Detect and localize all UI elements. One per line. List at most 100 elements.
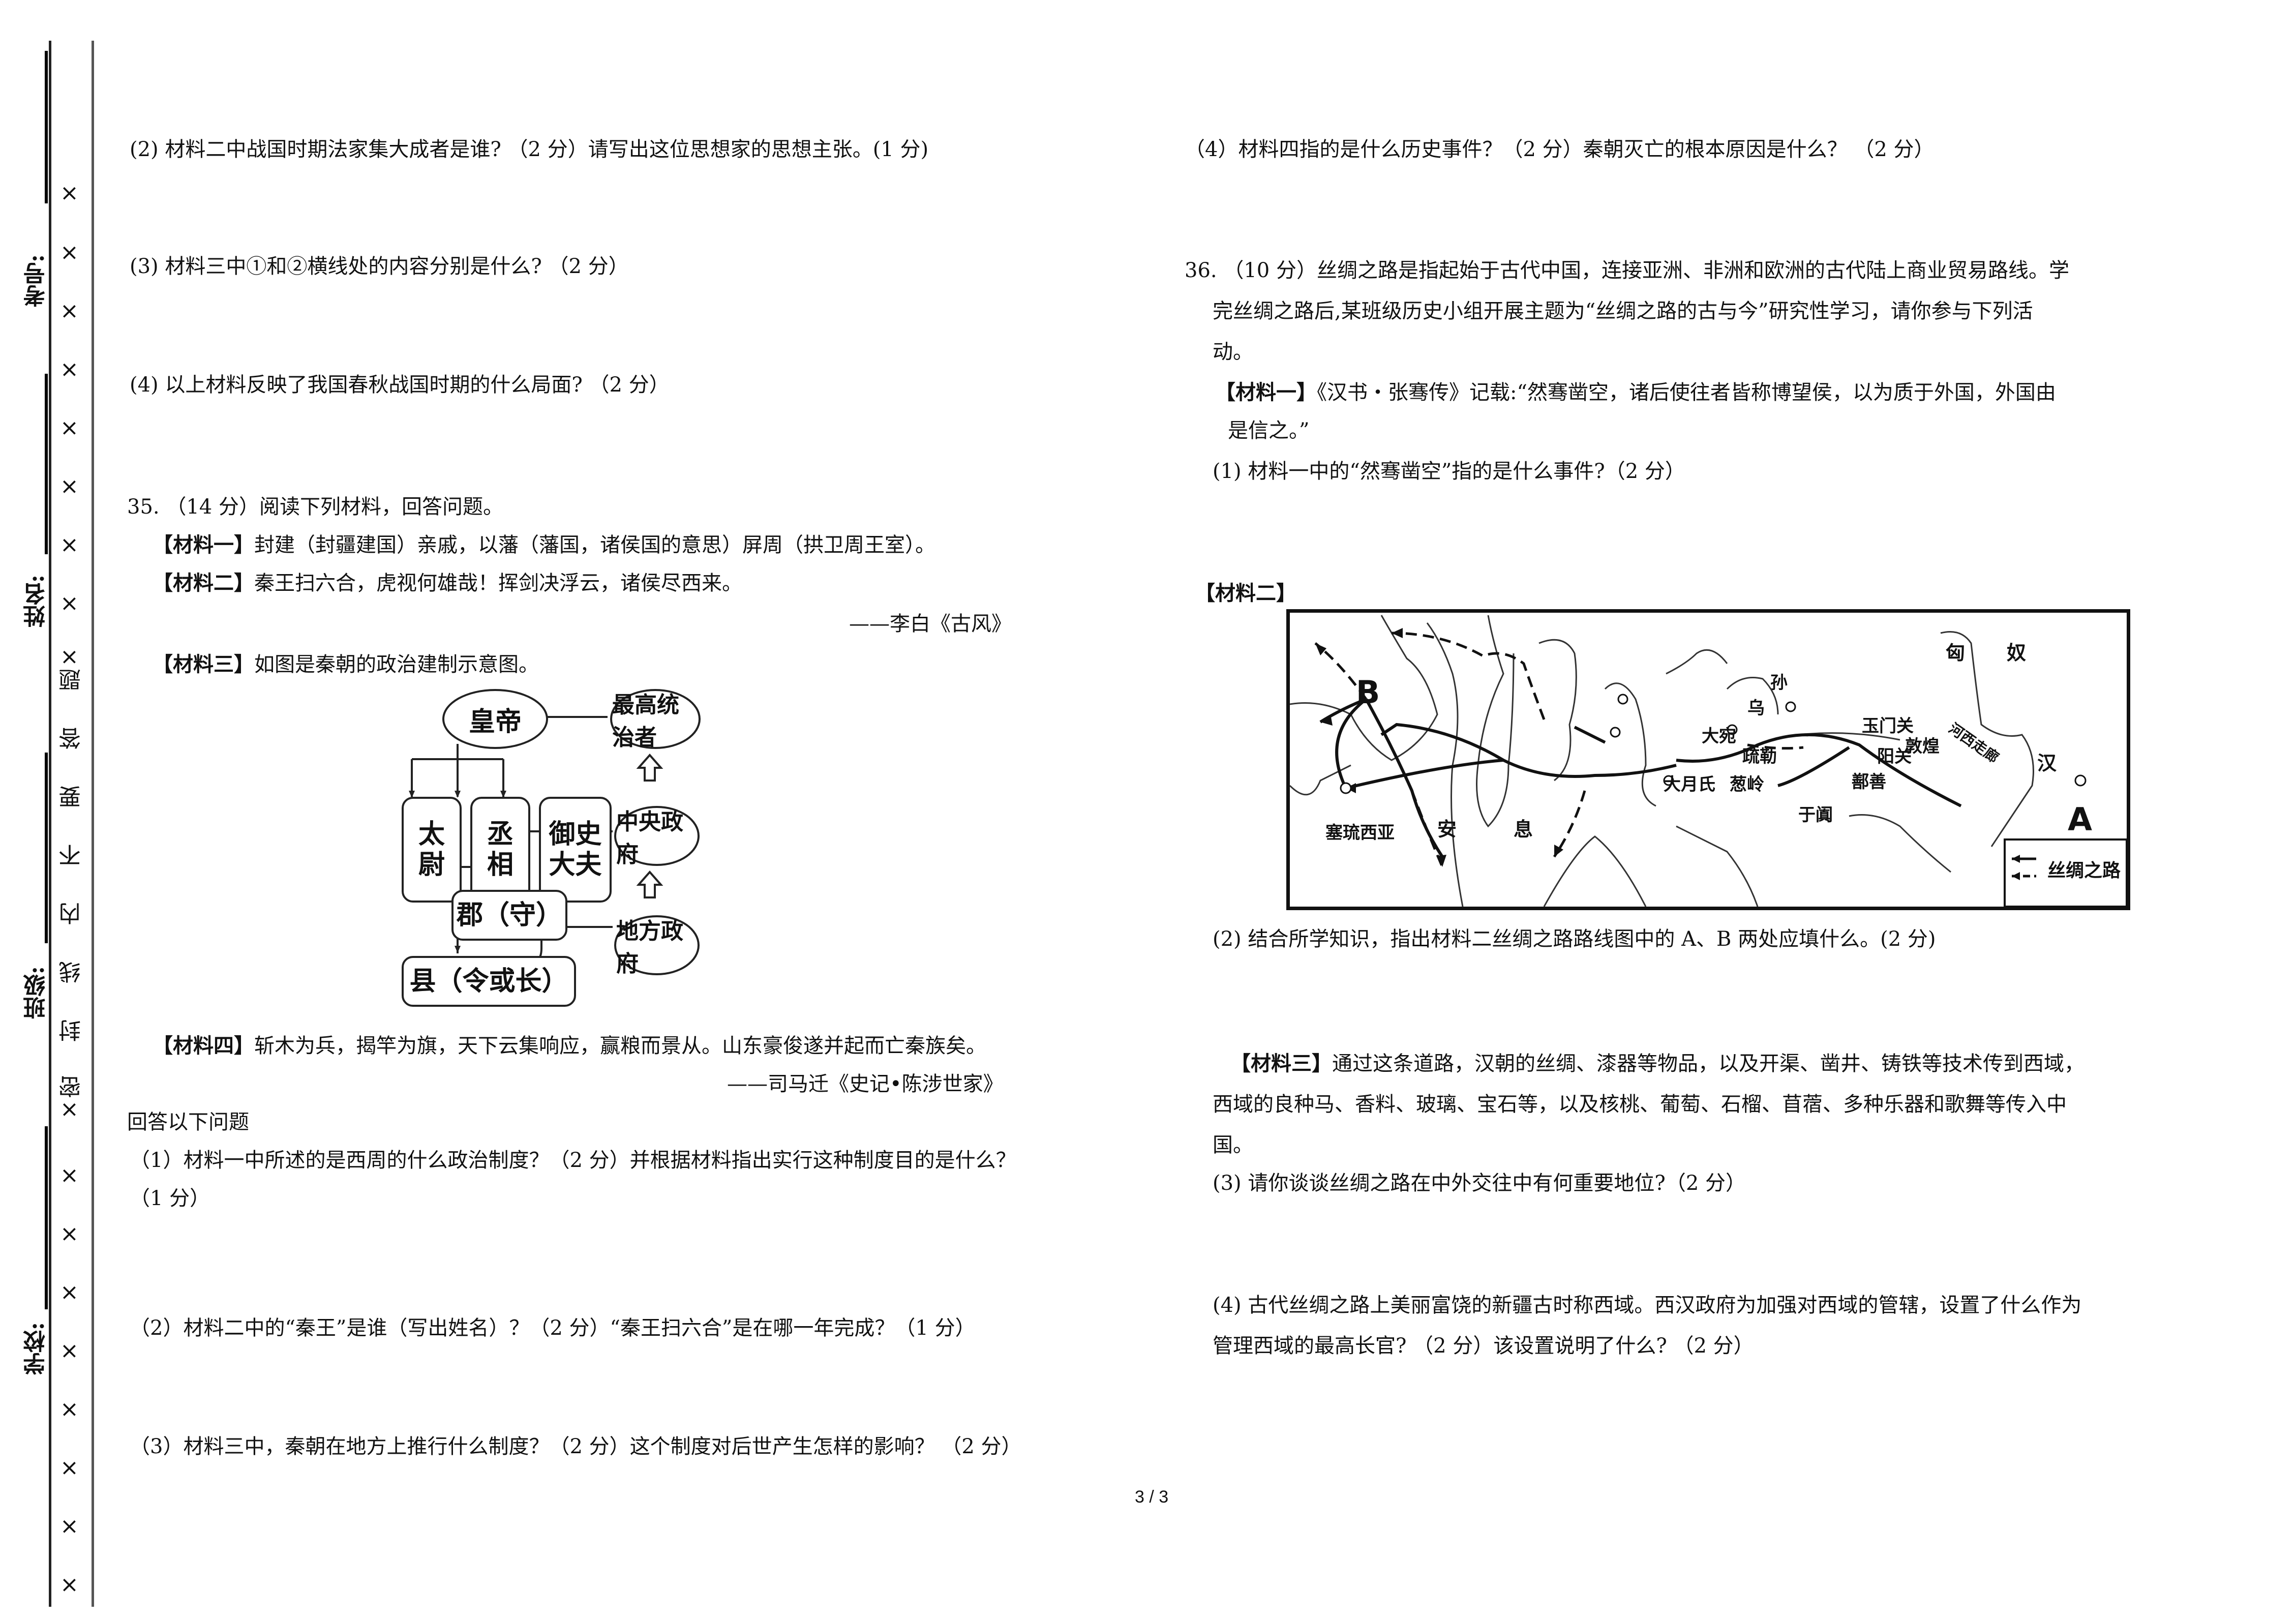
node-emperor: 皇帝 xyxy=(442,689,548,749)
question-35-4: （4）材料四指的是什么历史事件？（2 分）秦朝灭亡的根本原因是什么？ （2 分） xyxy=(1185,138,1935,161)
q35-material-2-source: ——李白《古风》 xyxy=(849,612,1012,636)
map-label-seleucia: 塞琉西亚 xyxy=(1325,823,1395,843)
map-label-dayuezhi: 大月氏 xyxy=(1664,774,1715,795)
map-label-yumenguan: 玉门关 xyxy=(1862,716,1914,736)
question-34-4: (4) 以上材料反映了我国春秋战国时期的什么局面? （2 分） xyxy=(130,373,670,397)
x-mark: × xyxy=(60,1513,79,1539)
node-jun-shou: 郡（守） xyxy=(451,890,567,941)
question-36-3: (3) 请你谈谈丝绸之路在中外交往中有何重要地位?（2 分） xyxy=(1213,1172,1746,1195)
material-text: 秦王扫六合，虎视何雄哉！挥剑决浮云，诸侯尽西来。 xyxy=(254,572,742,595)
seal-char: 不 xyxy=(59,844,85,866)
node-taiwei: 太 尉 xyxy=(402,797,462,903)
question-36-2: (2) 结合所学知识，指出材料二丝绸之路路线图中的 A、B 两处应填什么。(2 … xyxy=(1213,927,1936,951)
question-35-header: 35. （14 分）阅读下列材料，回答问题。 xyxy=(127,495,503,519)
x-mark: × xyxy=(60,1338,79,1364)
map-label-a: A xyxy=(2068,801,2092,838)
q36-material-1: 【材料一】《汉书・张骞传》记载:“然骞凿空，诸后使往者皆称博望侯，以为质于外国，… xyxy=(1215,379,2056,406)
x-mark: × xyxy=(60,298,79,324)
material-label: 【材料一】 xyxy=(1215,380,1317,404)
question-35-1-score: （1 分） xyxy=(130,1187,210,1210)
question-34-3: (3) 材料三中①和②横线处的内容分别是什么? （2 分） xyxy=(130,255,629,278)
material-text: 《汉书・张骞传》记载:“然骞凿空，诸后使往者皆称博望侯，以为质于外国，外国由 xyxy=(1317,381,2056,404)
map-label-yangguan: 阳关 xyxy=(1877,746,1912,767)
material-label: 【材料三】 xyxy=(153,652,254,676)
question-35-1: （1）材料一中所述的是西周的什么政治制度？（2 分）并根据材料指出实行这种制度目… xyxy=(130,1149,1016,1172)
map-label-anxi-1: 安 xyxy=(1437,818,1457,841)
node-local-government: 地方政府 xyxy=(614,915,700,977)
x-mark: × xyxy=(60,180,79,206)
question-35-3: （3）材料三中，秦朝在地方上推行什么制度？（2 分）这个制度对后世产生怎样的影响… xyxy=(130,1435,1022,1458)
x-mark: × xyxy=(60,1162,79,1188)
question-35-2: （2）材料二中的“秦王”是谁（写出姓名）？（2 分）“秦王扫六合”是在哪一年完成… xyxy=(130,1316,976,1340)
name-label: 姓名: xyxy=(23,575,49,628)
map-label-wusun-1: 乌 xyxy=(1747,698,1765,718)
class-field[interactable] xyxy=(45,753,48,943)
x-mark: × xyxy=(60,1396,79,1422)
answer-prompt: 回答以下问题 xyxy=(127,1111,249,1134)
seal-char: 封 xyxy=(59,1019,85,1042)
q35-material-3: 【材料三】如图是秦朝的政治建制示意图。 xyxy=(153,651,539,678)
map-label-dayuan: 大宛 xyxy=(1702,726,1736,746)
map-label-wusun-2: 孙 xyxy=(1770,673,1788,693)
seal-char: 题 xyxy=(59,669,85,691)
map-legend-label: 丝绸之路 xyxy=(2047,860,2121,881)
school-label: 学校: xyxy=(23,1322,49,1375)
map-label-yutian: 于阗 xyxy=(1798,805,1833,825)
question-34-2: (2) 材料二中战国时期法家集大成者是谁? （2 分）请写出这位思想家的思想主张… xyxy=(130,138,929,161)
x-mark: × xyxy=(60,532,79,558)
margin-line-inner xyxy=(92,41,94,1607)
node-xian: 县（令或长） xyxy=(402,956,576,1007)
map-label-anxi-2: 息 xyxy=(1514,818,1533,841)
x-mark: × xyxy=(60,473,79,499)
qin-political-system-diagram: 皇帝 最高统治者 太 尉 丞 相 御史 大夫 中央政府 郡（守） 地方政府 县（… xyxy=(402,684,890,1014)
node-chengxiang: 丞 相 xyxy=(470,797,530,903)
material-text: 封建（封疆建国）亲戚，以藩（藩国，诸侯国的意思）屏周（拱卫周王室）。 xyxy=(254,533,935,557)
x-mark: × xyxy=(60,644,79,670)
school-field[interactable] xyxy=(45,1126,48,1309)
material-label: 【材料三】 xyxy=(1230,1052,1332,1075)
margin-line-outer xyxy=(49,41,51,1607)
node-central-government: 中央政府 xyxy=(614,806,700,867)
q35-material-4: 【材料四】斩木为兵，揭竿为旗，天下云集响应，赢粮而景从。山东豪俊遂并起而亡秦族矣… xyxy=(153,1032,986,1060)
node-supreme-ruler: 最高统治者 xyxy=(610,689,701,751)
q36-material-2-label: 【材料二】 xyxy=(1195,581,1296,605)
map-label-congling: 葱岭 xyxy=(1730,774,1764,795)
x-mark: × xyxy=(60,239,79,265)
x-mark: × xyxy=(60,1455,79,1481)
x-mark: × xyxy=(60,1221,79,1247)
q35-material-4-source: ——司马迁《史记•陈涉世家》 xyxy=(727,1072,1004,1096)
x-mark: × xyxy=(60,590,79,616)
question-36-4-line1: (4) 古代丝绸之路上美丽富饶的新疆古时称西域。西汉政府为加强对西域的管辖，设置… xyxy=(1213,1294,2082,1317)
x-mark: × xyxy=(60,1096,79,1122)
seal-char: 要 xyxy=(59,786,85,808)
map-label-han: 汉 xyxy=(2037,752,2057,774)
map-lines xyxy=(1290,615,2127,907)
x-mark: × xyxy=(60,415,79,441)
exam-number-field[interactable] xyxy=(45,51,48,203)
question-36-header-line3: 动。 xyxy=(1213,340,1253,364)
seal-char: 内 xyxy=(59,903,85,925)
material-label: 【材料二】 xyxy=(153,571,254,595)
seal-char: 答 xyxy=(59,727,85,749)
class-label: 班级: xyxy=(23,966,49,1019)
map-label-b: B xyxy=(1356,674,1380,711)
x-mark: × xyxy=(60,356,79,382)
seal-char: 线 xyxy=(59,961,85,983)
map-label-xiongnu-2: 奴 xyxy=(2007,642,2027,664)
material-label: 【材料四】 xyxy=(153,1034,254,1058)
node-yushi-dafu: 御史 大夫 xyxy=(539,797,612,903)
question-36-header-line2: 完丝绸之路后,某班级历史小组开展主题为“丝绸之路的古与今”研究性学习，请你参与下… xyxy=(1213,299,2033,323)
exam-number-label: 考号: xyxy=(23,254,49,308)
q36-material-3-line3: 国。 xyxy=(1213,1133,1253,1157)
q35-material-1: 【材料一】封建（封疆建国）亲戚，以藩（藩国，诸侯国的意思）屏周（拱卫周王室）。 xyxy=(153,531,935,559)
map-label-shule: 疏勒 xyxy=(1742,746,1777,767)
material-label: 【材料一】 xyxy=(153,533,254,557)
map-label-dunhuang: 敦煌 xyxy=(1905,736,1940,757)
question-36-4-line2: 管理西域的最高长官? （2 分）该设置说明了什么? （2 分） xyxy=(1213,1334,1754,1358)
name-field[interactable] xyxy=(45,374,48,554)
map-label-shanshan: 鄯善 xyxy=(1852,772,1886,792)
x-mark: × xyxy=(60,1572,79,1598)
q36-material-1-cont: 是信之。” xyxy=(1228,419,1310,442)
map-label-xiongnu-1: 匈 xyxy=(1946,642,1966,664)
question-36-header-line1: 36. （10 分）丝绸之路是指起始于古代中国，连接亚洲、非洲和欧洲的古代陆上商… xyxy=(1185,259,2069,282)
